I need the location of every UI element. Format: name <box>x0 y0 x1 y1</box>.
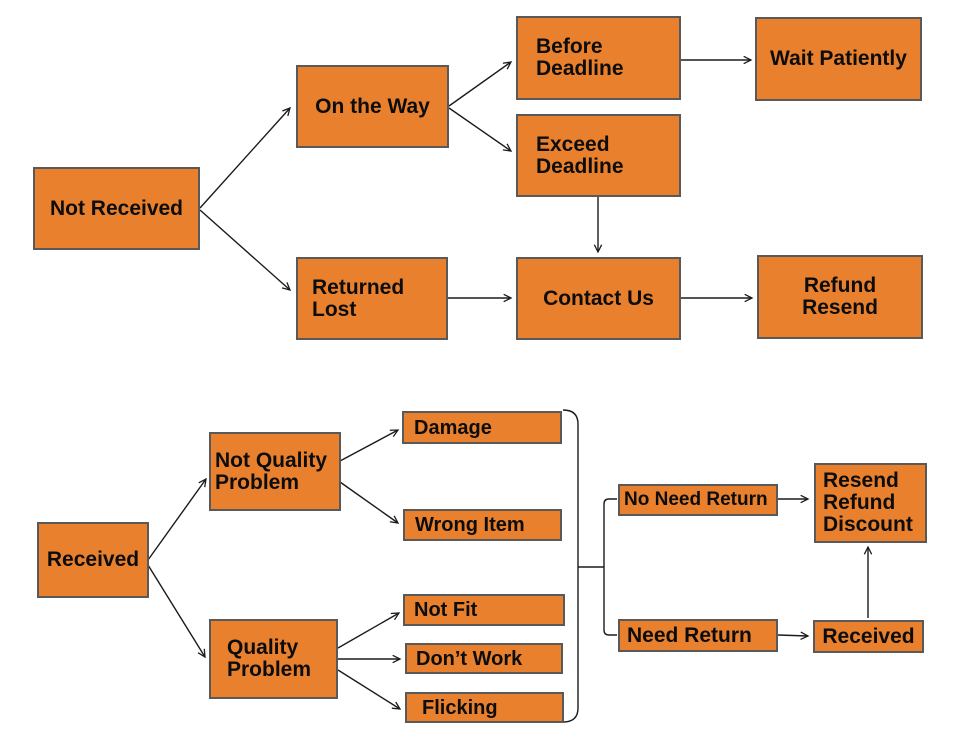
group-bracket <box>562 409 579 723</box>
node-received-end: Received <box>813 620 924 653</box>
node-received: Received <box>37 522 149 598</box>
node-wrong-item: Wrong Item <box>403 509 562 541</box>
node-dont-work: Don’t Work <box>405 643 563 674</box>
node-need-return: Need Return <box>618 619 778 652</box>
node-refund-resend: Refund Resend <box>757 255 923 339</box>
node-on-the-way: On the Way <box>296 65 449 148</box>
arrow-on-the-way-to-before-deadline <box>448 62 511 107</box>
node-quality-problem: Quality Problem <box>209 619 338 699</box>
arrow-received-to-quality-problem <box>147 564 205 657</box>
node-returned-lost: Returned Lost <box>296 257 448 340</box>
arrow-need-return-to-received <box>777 635 808 636</box>
node-before-deadline: Before Deadline <box>516 16 681 100</box>
arrow-quality-problem-to-flicking <box>337 669 400 709</box>
arrow-on-the-way-to-exceed-deadline <box>448 107 511 151</box>
arrow-quality-problem-to-not-fit <box>337 613 399 649</box>
arrow-not-received-to-on-the-way <box>199 108 290 209</box>
node-not-quality-problem: Not Quality Problem <box>209 432 341 511</box>
node-damage: Damage <box>402 411 562 444</box>
arrow-received-to-not-quality-problem <box>147 479 206 561</box>
node-resend-refund-discount: Resend Refund Discount <box>814 463 927 543</box>
arrow-not-received-to-returned-lost <box>199 209 290 290</box>
node-not-received: Not Received <box>33 167 200 250</box>
return-fork-connector <box>603 498 617 636</box>
node-no-need-return: No Need Return <box>618 484 778 516</box>
node-wait-patiently: Wait Patiently <box>755 17 922 101</box>
node-not-fit: Not Fit <box>403 594 565 626</box>
arrow-not-quality-problem-to-damage <box>339 430 398 462</box>
arrow-not-quality-problem-to-wrong-item <box>339 481 398 523</box>
node-flicking: Flicking <box>405 692 564 723</box>
node-contact-us: Contact Us <box>516 257 681 340</box>
node-exceed-deadline: Exceed Deadline <box>516 114 681 197</box>
